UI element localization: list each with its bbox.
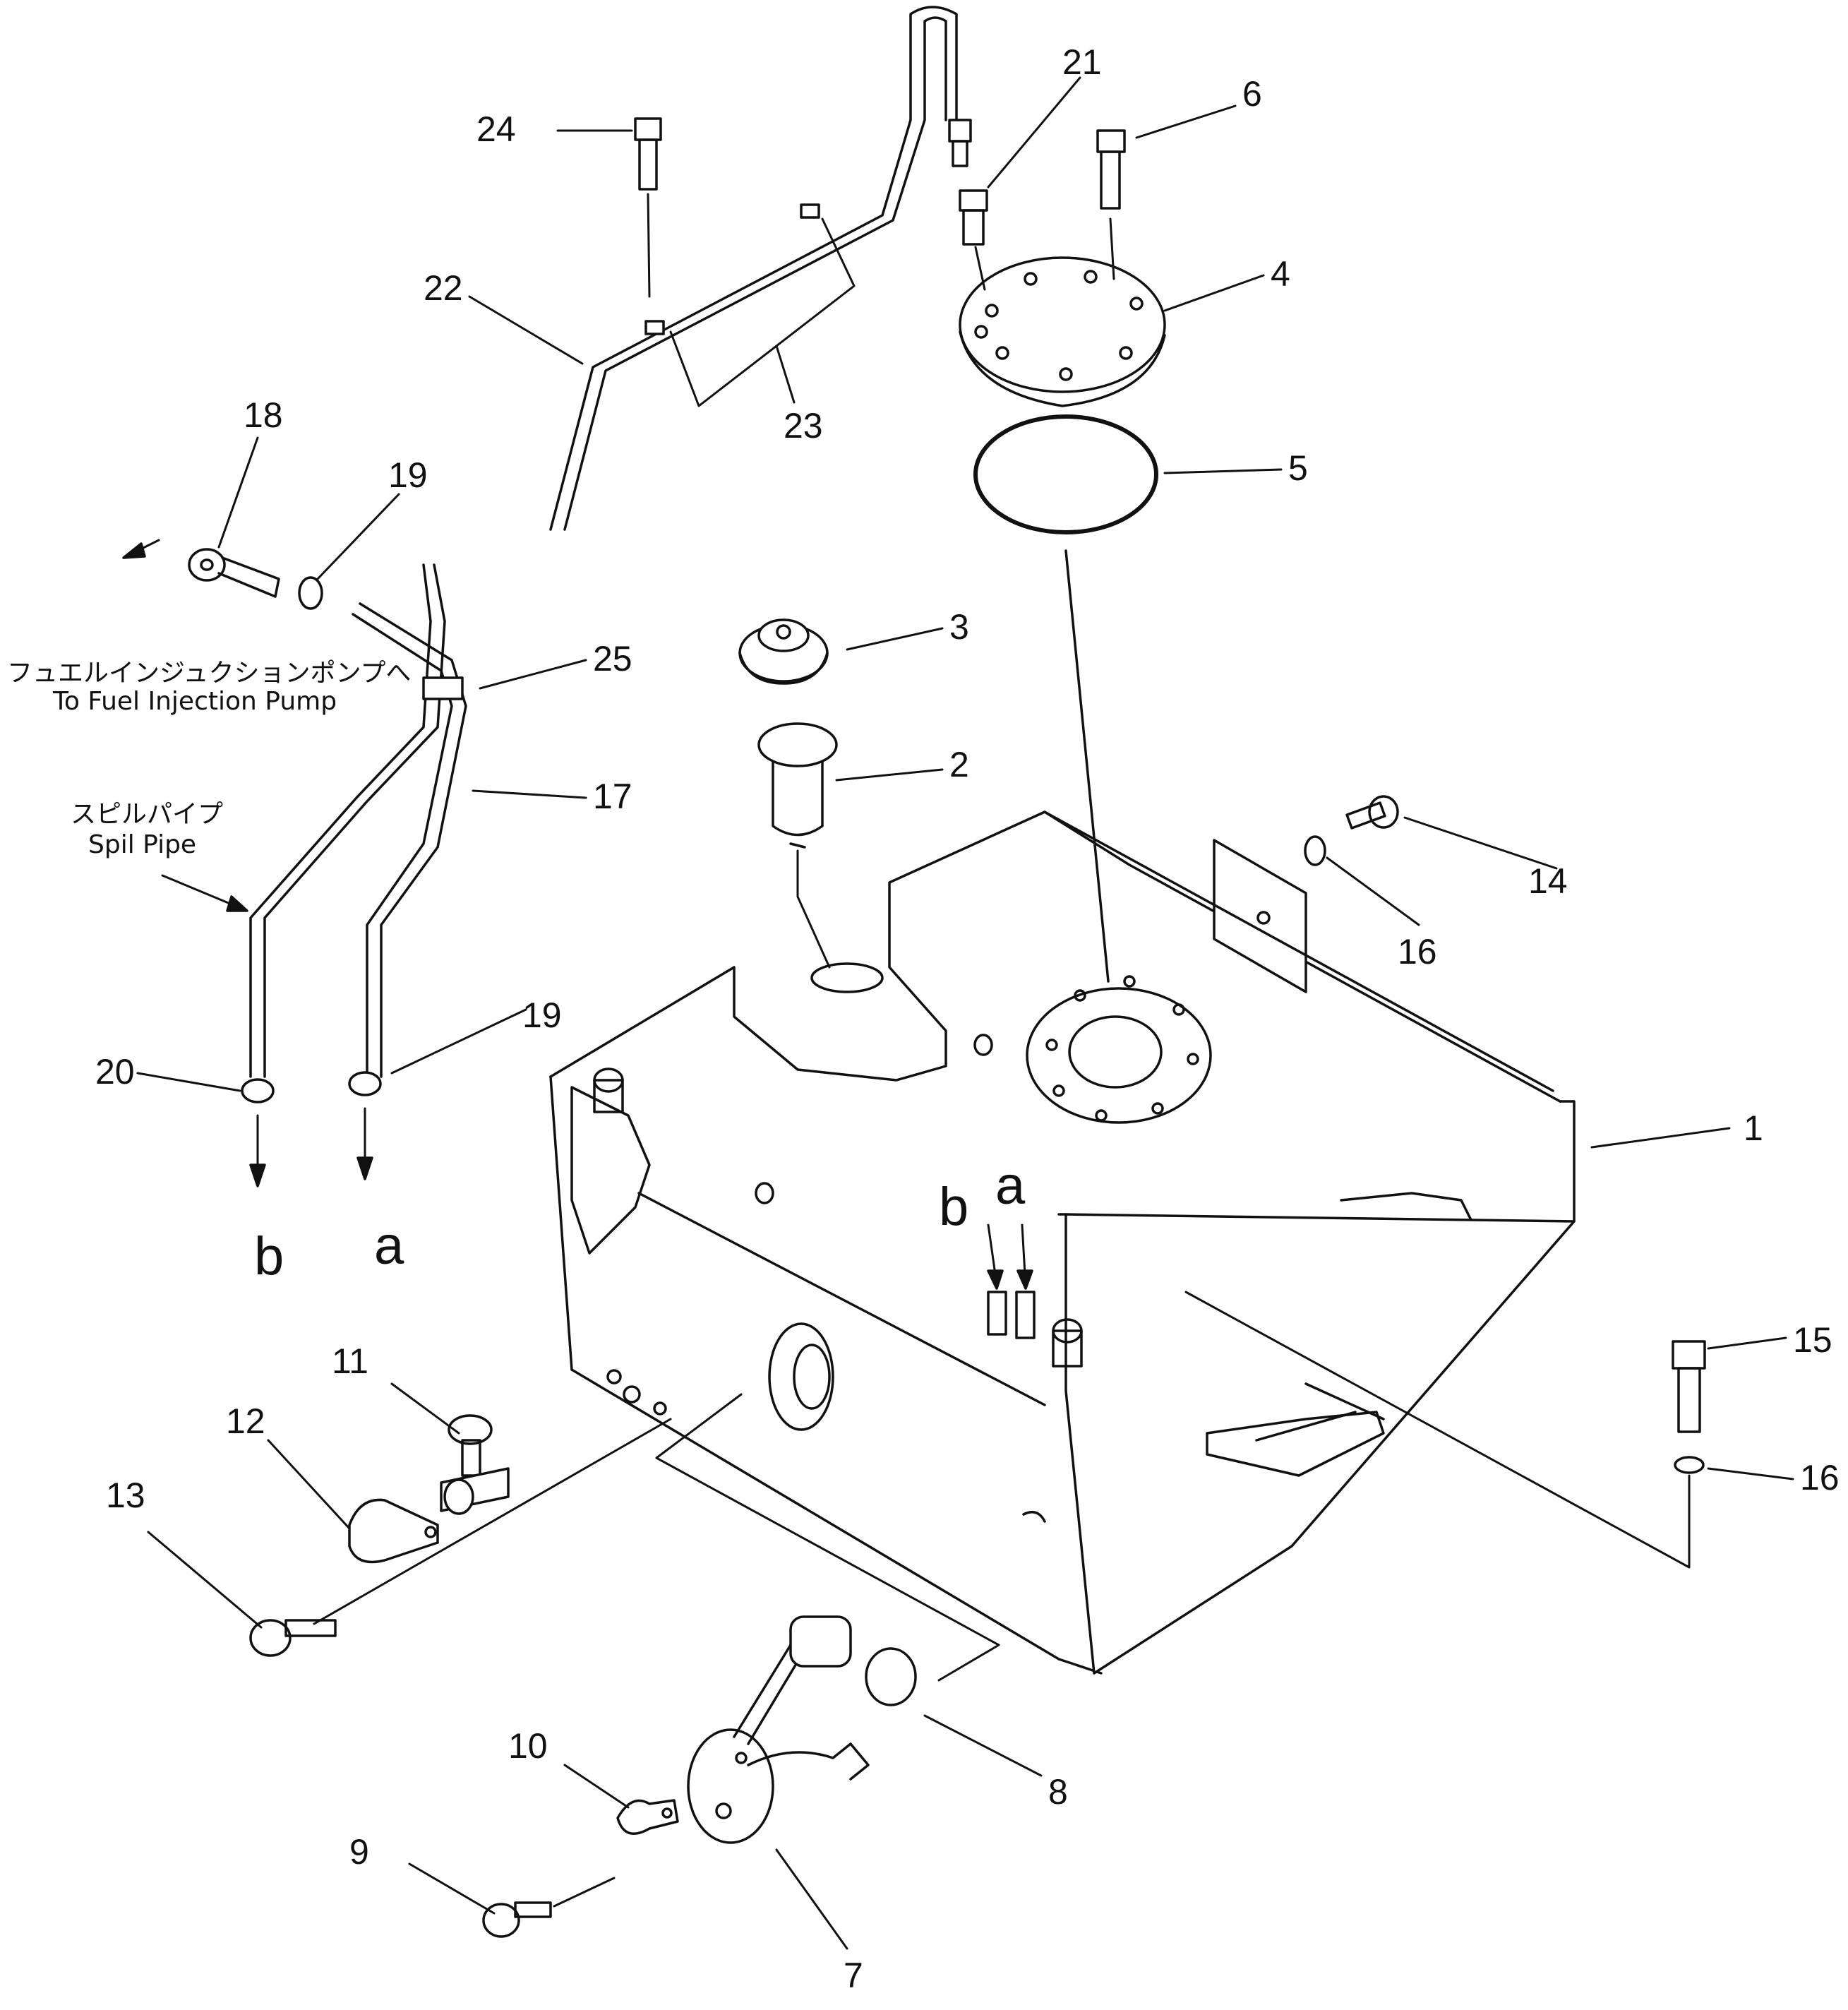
callout-21: 21: [1062, 42, 1102, 82]
washer-16-lower: [1674, 1456, 1705, 1474]
gauge-guide-line: [655, 1393, 1000, 1682]
connector-letters: b a b a: [254, 1156, 1026, 1286]
note-spill-jp: スピルパイプ: [71, 800, 223, 829]
bolt-15: [1672, 1340, 1706, 1433]
nipples-ab: [987, 1291, 1036, 1339]
callout-22: 22: [424, 268, 463, 308]
drain-guide-line: [313, 1418, 672, 1625]
callout-14: 14: [1528, 861, 1568, 901]
connector-b-lower: b: [939, 1177, 968, 1237]
callout-2: 2: [949, 745, 969, 784]
bolt-15-guide-line: [1184, 1291, 1691, 1569]
callout-23: 23: [784, 406, 823, 445]
callout-7: 7: [844, 1956, 863, 1995]
washer-16-upper: [1304, 835, 1326, 866]
note-spill-en: Spil Pipe: [88, 830, 196, 859]
callout-4: 4: [1271, 254, 1290, 294]
pipes-17-25: [249, 563, 467, 1078]
o-ring-8: [865, 1647, 917, 1706]
fuel-gauge-unit: [687, 1615, 870, 1844]
callout-18: 18: [244, 395, 283, 435]
clamp-10: [616, 1799, 679, 1835]
callout-11: 11: [332, 1341, 368, 1381]
callout-12: 12: [226, 1401, 265, 1441]
drain-cock: [440, 1414, 510, 1515]
callout-17: 17: [593, 777, 632, 816]
bolt-6: [1096, 129, 1126, 280]
filler-cap: [738, 618, 829, 685]
gasket-ring: [973, 414, 1158, 534]
callout-19-upper: 19: [388, 455, 428, 495]
callout-3: 3: [949, 607, 969, 647]
fuel-tank: [549, 810, 1576, 1675]
banjo-18: [188, 548, 280, 598]
callout-6: 6: [1242, 74, 1262, 114]
connector-a-upper: a: [374, 1216, 404, 1276]
cover-plate: [959, 256, 1166, 407]
callout-25: 25: [593, 639, 632, 678]
callout-16-lower: 16: [1800, 1458, 1840, 1497]
leader-lines: [122, 76, 1794, 1950]
nut-20: [241, 1078, 275, 1103]
callout-19-lower: 19: [522, 995, 562, 1035]
callout-10: 10: [508, 1726, 548, 1766]
callout-16-upper: 16: [1398, 932, 1437, 971]
nut-19-upper: [298, 576, 323, 610]
connector-a-lower: a: [995, 1156, 1026, 1216]
note-pump-jp: フュエルインジュクションポンプへ: [7, 659, 411, 688]
bolt-9: [482, 1877, 616, 1938]
callout-5: 5: [1288, 448, 1308, 488]
fitting-21: [959, 189, 988, 291]
nut-19-lower: [348, 1071, 382, 1096]
bolt-13: [249, 1619, 337, 1657]
connector-b-upper: b: [254, 1226, 284, 1286]
bracket-12: [348, 1498, 439, 1564]
filler-strainer: [757, 722, 838, 969]
annotations: フュエルインジュクションポンプへ To Fuel Injection Pump …: [7, 659, 411, 859]
gasket-guide-line: [1064, 549, 1110, 983]
breather-pipe: [549, 6, 972, 531]
callout-20: 20: [95, 1052, 135, 1091]
callout-13: 13: [106, 1476, 145, 1515]
callout-1: 1: [1744, 1108, 1763, 1148]
callout-8: 8: [1048, 1772, 1068, 1812]
note-pump-en: To Fuel Injection Pump: [52, 687, 337, 716]
bolt-24: [634, 117, 662, 298]
callout-24: 24: [476, 109, 516, 149]
callout-labels: 1 2 3 4 5 6 7 8 9 10 11 12 13 14 15 16 1…: [95, 42, 1840, 1995]
callout-9: 9: [349, 1832, 369, 1872]
screw-14: [1345, 795, 1399, 830]
callout-15: 15: [1793, 1320, 1832, 1360]
